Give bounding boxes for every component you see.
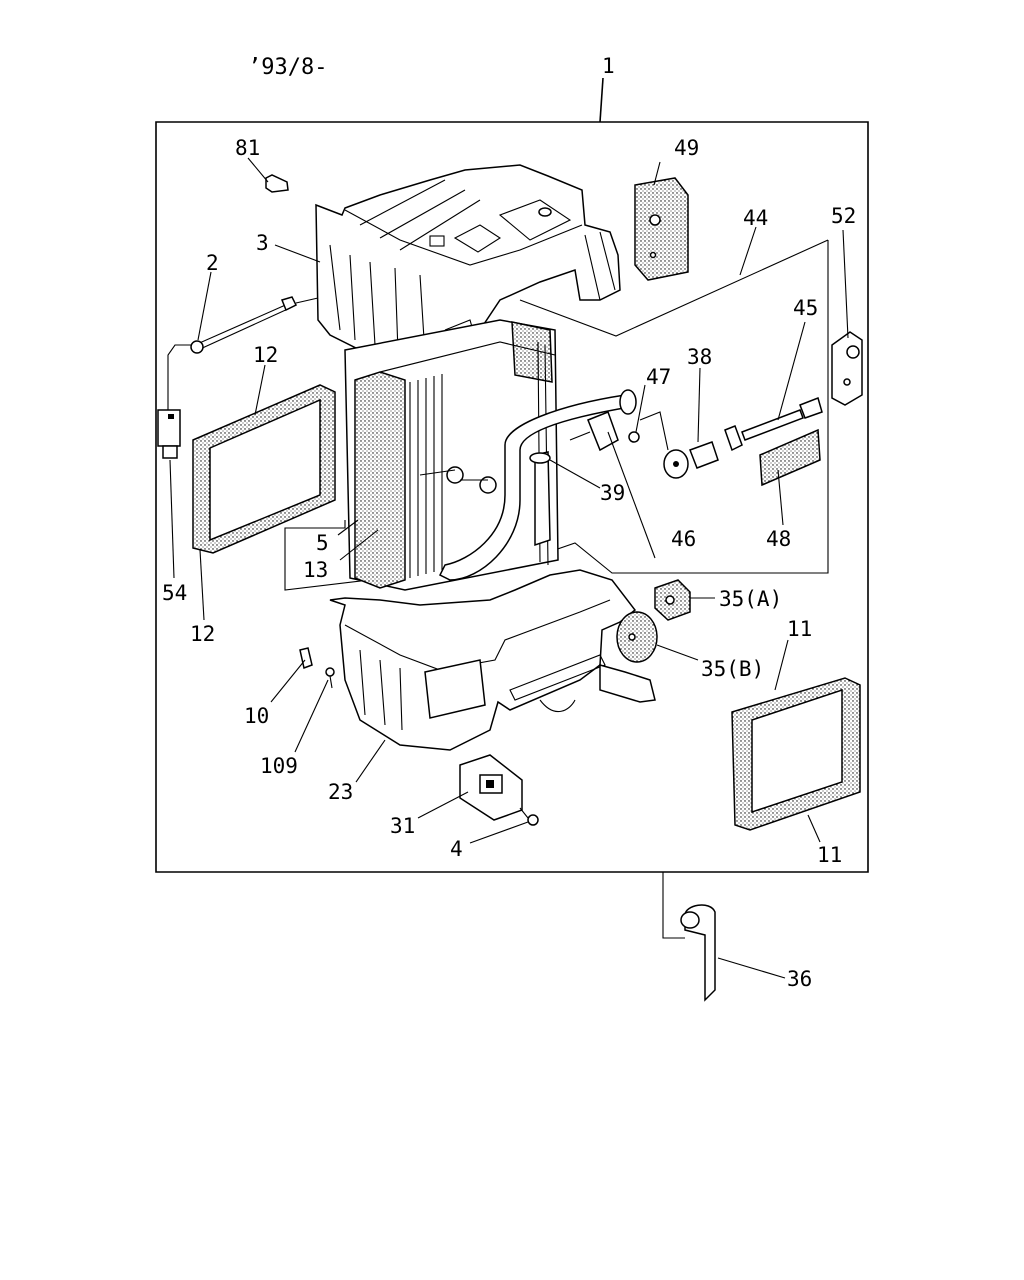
callout-12-top: 12: [253, 343, 278, 367]
part-38-sensor: [639, 411, 719, 479]
part-52-grommet: [831, 331, 863, 406]
part-109-screw: [325, 667, 335, 689]
callout-2: 2: [206, 251, 219, 275]
part-54-connector: [157, 409, 181, 459]
part-11-filter-frame-right: [731, 677, 861, 831]
callout-35a: 35(A): [719, 587, 782, 611]
part-10-clip: [299, 647, 313, 670]
callout-5: 5: [316, 531, 329, 555]
callout-44: 44: [743, 206, 768, 230]
callout-36: 36: [787, 967, 812, 991]
callout-10: 10: [244, 704, 269, 728]
part-44-piping: [419, 389, 637, 581]
part-23-lower-case: [329, 569, 656, 751]
part-45-rod: [724, 397, 823, 452]
part-35b-pad: [616, 611, 658, 663]
callout-46: 46: [671, 527, 696, 551]
part-2-cable: [167, 296, 319, 412]
callout-54: 54: [162, 581, 187, 605]
callout-23: 23: [328, 780, 353, 804]
callout-11-top: 11: [787, 617, 812, 641]
callout-11-bottom: 11: [817, 843, 842, 867]
part-13-evaporator: [344, 319, 559, 591]
callout-12-bottom: 12: [190, 622, 215, 646]
callout-38: 38: [687, 345, 712, 369]
part-81-clip: [265, 174, 289, 193]
callout-1: 1: [602, 54, 615, 78]
callout-109: 109: [260, 754, 298, 778]
part-4-screw: [519, 807, 539, 826]
part-31-resistor: [459, 754, 523, 821]
leader-lines: [169, 157, 849, 979]
date-code: ’93/8-: [248, 55, 327, 80]
part-35a-pad: [654, 579, 691, 621]
assembly-frame: [155, 77, 869, 873]
callout-45: 45: [793, 296, 818, 320]
part-12-filter-frame-left: [192, 384, 336, 554]
callout-labels: 1 81 49 3 2 44 52 45 12 38 47 39 5 46 48…: [162, 54, 856, 991]
callout-48: 48: [766, 527, 791, 551]
callout-52: 52: [831, 204, 856, 228]
callout-47: 47: [646, 365, 671, 389]
callout-31: 31: [390, 814, 415, 838]
part-36-duct: [662, 872, 716, 1002]
callout-4: 4: [450, 837, 463, 861]
callout-39: 39: [600, 481, 625, 505]
callout-81: 81: [235, 136, 260, 160]
callout-13: 13: [303, 558, 328, 582]
callout-49: 49: [674, 136, 699, 160]
callout-35b: 35(B): [701, 657, 764, 681]
part-46-valve: [569, 411, 640, 452]
callout-3: 3: [256, 231, 269, 255]
part-49-pad: [634, 177, 689, 281]
part-48-pad: [759, 428, 821, 487]
